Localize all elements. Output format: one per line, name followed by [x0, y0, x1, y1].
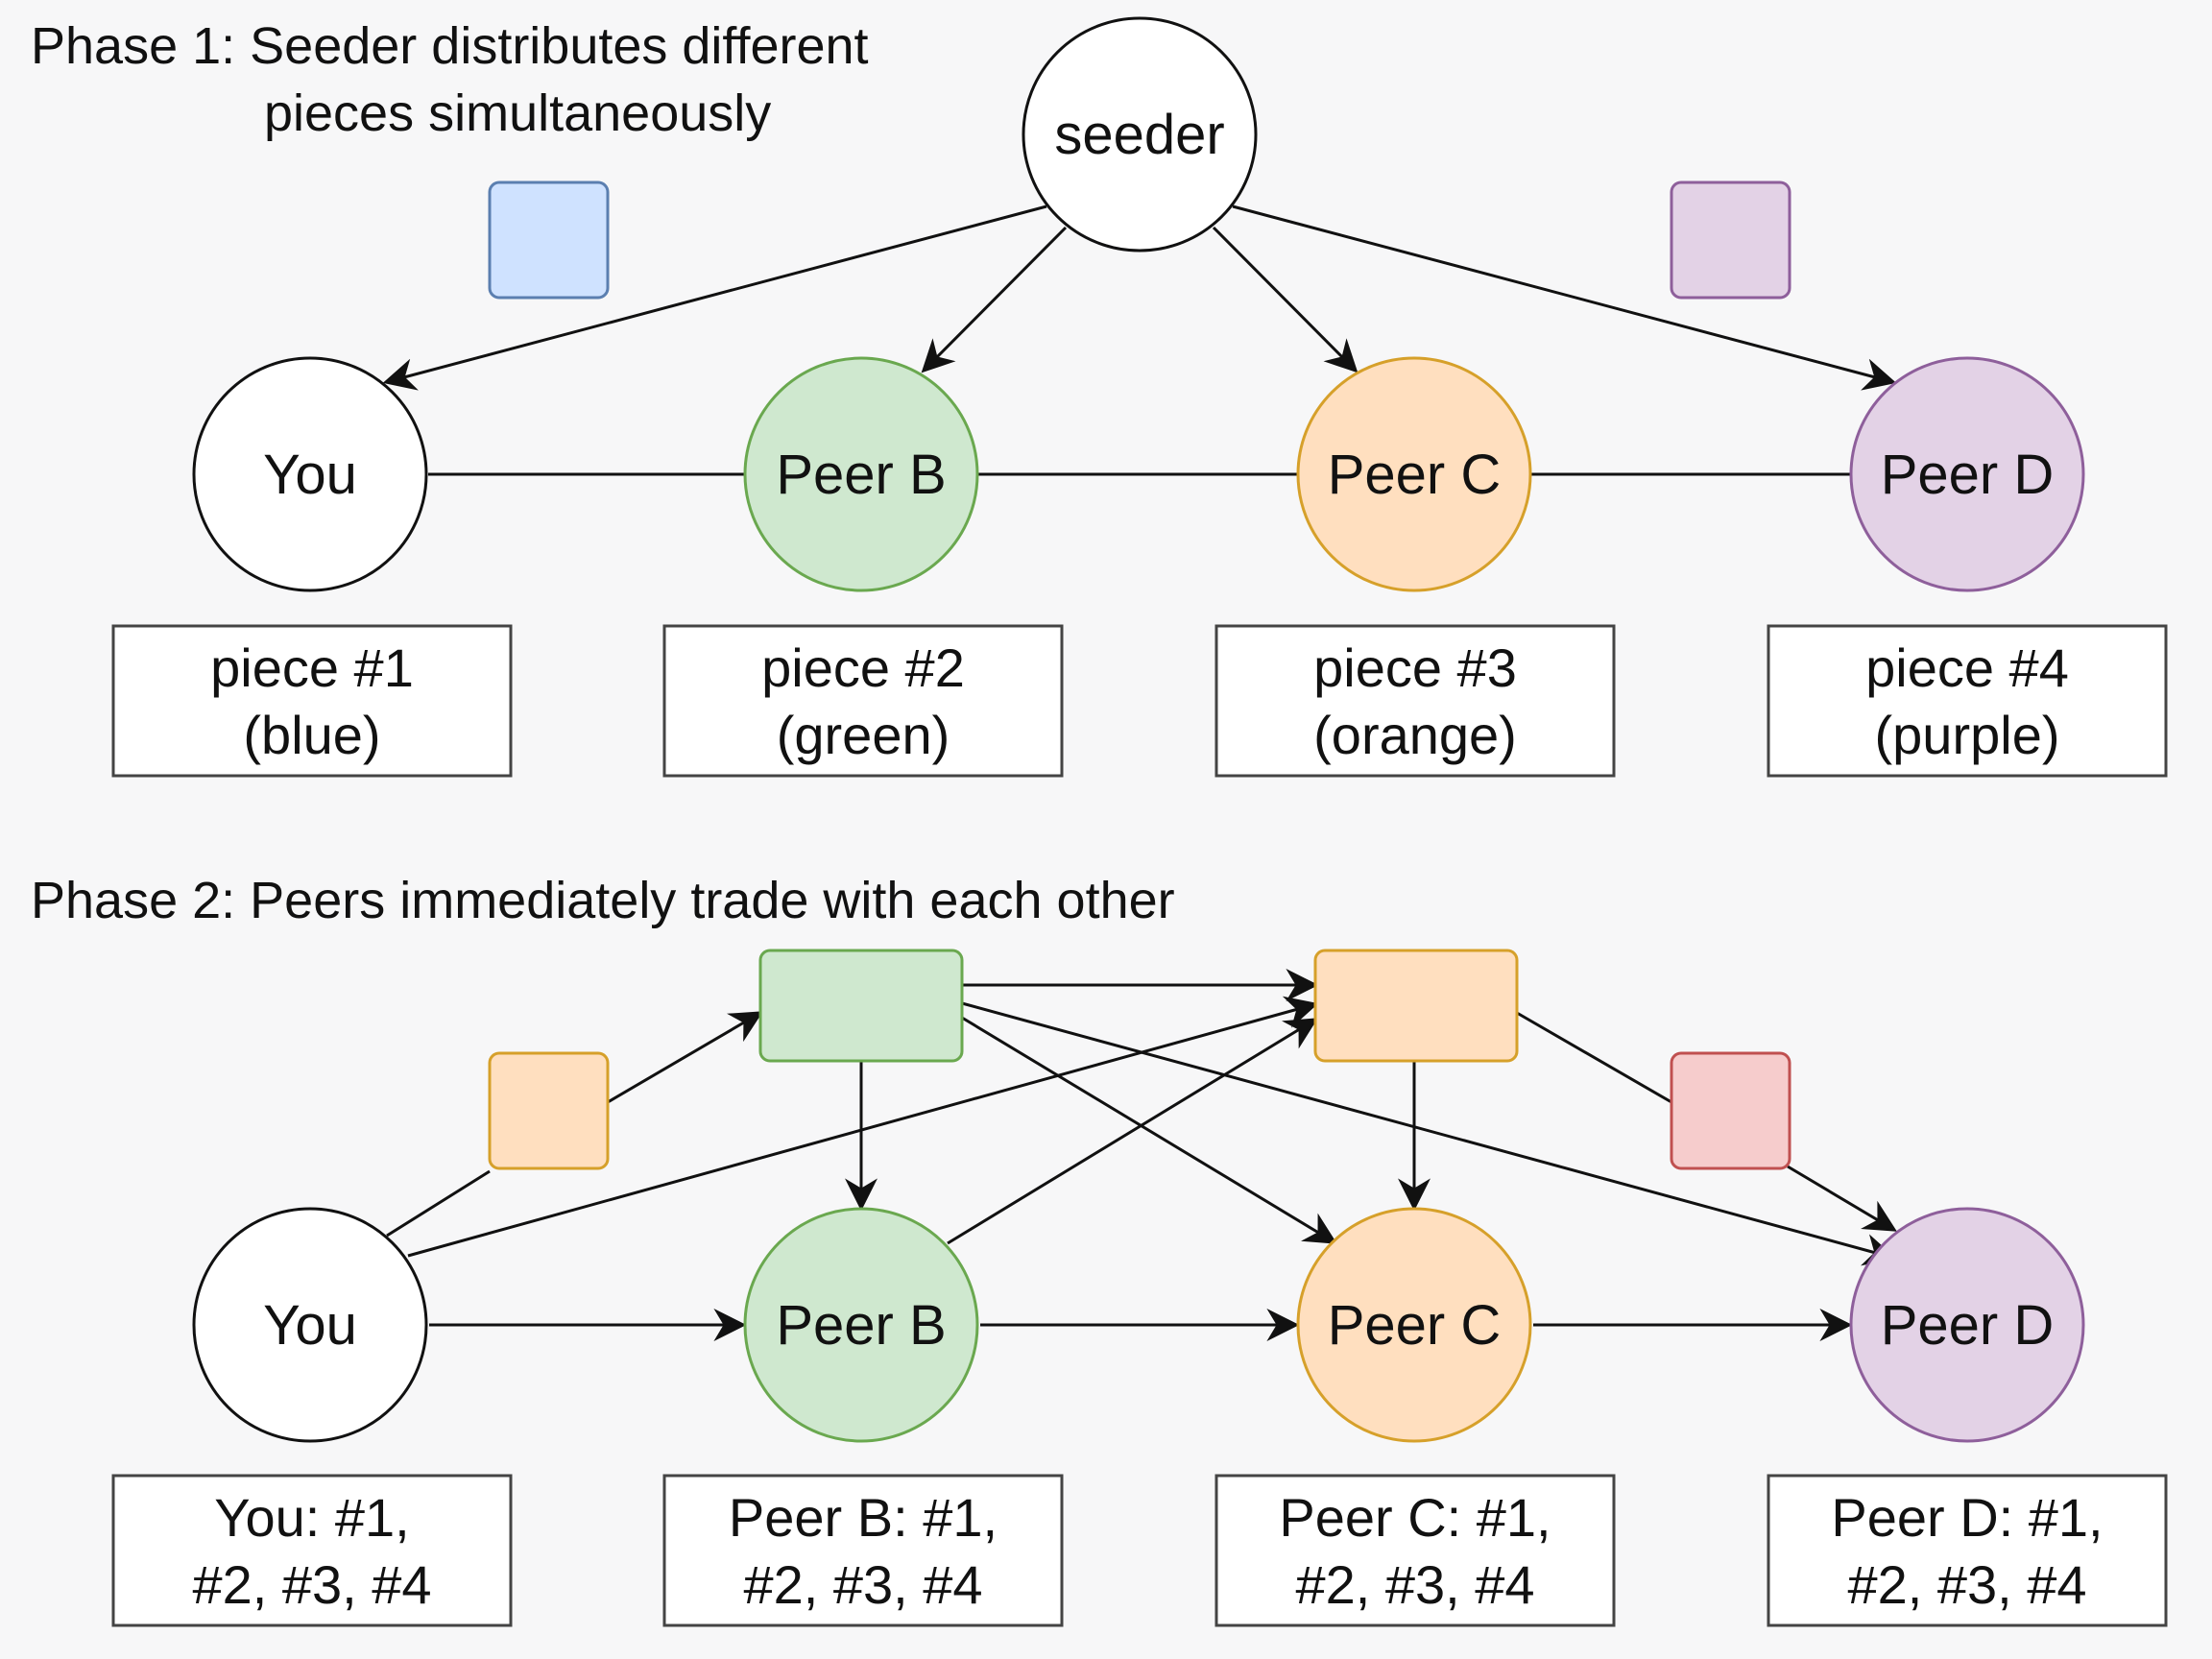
- phase1-title-line1: Phase 1: Seeder distributes different: [31, 17, 869, 75]
- holding-box-peer-d-line1: Peer D: #1,: [1831, 1487, 2103, 1548]
- piece-box-2-line1: piece #2: [761, 637, 965, 698]
- phase2-peer-d-node: [1849, 1207, 2085, 1443]
- holding-box-you: [111, 1474, 513, 1627]
- seeder-to-peer-d-arrow: [1232, 204, 1897, 391]
- blue-piece-square: [488, 180, 610, 300]
- orange-piece-square: [488, 1051, 610, 1170]
- you-to-orange-box-arrow: [407, 996, 1319, 1258]
- piece-box-4: [1767, 624, 2168, 778]
- holding-box-you-line2: #2, #3, #4: [192, 1554, 431, 1615]
- red-square-to-peer-d-arrow: [1787, 1165, 1897, 1232]
- phase1-peer-b-label: Peer B: [776, 444, 946, 506]
- phase1-peer-c-label: Peer C: [1328, 444, 1502, 506]
- holding-box-peer-d: [1767, 1474, 2168, 1627]
- phase2-peer-c-label: Peer C: [1328, 1294, 1502, 1357]
- seeder-to-you-arrow: [382, 204, 1047, 391]
- orange-box-to-red-square-line: [1516, 1011, 1672, 1104]
- holding-box-you-line1: You: #1,: [214, 1487, 409, 1548]
- green-trade-box: [758, 949, 964, 1063]
- holding-box-peer-d-line2: #2, #3, #4: [1847, 1554, 2086, 1615]
- red-piece-square: [1670, 1051, 1791, 1170]
- holding-box-peer-c: [1214, 1474, 1616, 1627]
- green-box-to-peer-d-arrow: [961, 1001, 1897, 1266]
- phase2-title: Phase 2: Peers immediately trade with ea…: [31, 872, 1175, 929]
- seeder-node: [1022, 16, 1258, 252]
- orange-square-to-green-box-arrow: [607, 1011, 763, 1104]
- phase2-peer-b-label: Peer B: [776, 1294, 946, 1357]
- phase2-you-label: You: [263, 1294, 357, 1357]
- piece-box-1-line2: (blue): [243, 705, 380, 765]
- green-box-to-peer-c-arrow: [961, 1016, 1337, 1244]
- phase1-you-label: You: [263, 444, 357, 506]
- piece-box-1-line1: piece #1: [210, 637, 414, 698]
- phase1-peer-c-node: [1296, 356, 1532, 592]
- phase2-peer-b-node: [743, 1207, 979, 1443]
- purple-piece-square: [1670, 180, 1791, 300]
- holding-box-peer-c-line1: Peer C: #1,: [1279, 1487, 1551, 1548]
- phase2-peer-d-label: Peer D: [1881, 1294, 2055, 1357]
- holding-box-peer-c-line2: #2, #3, #4: [1295, 1554, 1534, 1615]
- piece-box-4-line2: (purple): [1875, 705, 2060, 765]
- holding-box-peer-b-line1: Peer B: #1,: [729, 1487, 998, 1548]
- phase1-peer-d-label: Peer D: [1881, 444, 2055, 506]
- seeder-label: seeder: [1054, 104, 1224, 166]
- phase1-title-line2: pieces simultaneously: [264, 84, 771, 142]
- piece-box-1: [111, 624, 513, 778]
- phase2-you-node: [192, 1207, 428, 1443]
- piece-box-2: [662, 624, 1064, 778]
- piece-box-3-line1: piece #3: [1313, 637, 1517, 698]
- peer-b-to-orange-box-arrow: [947, 1018, 1318, 1245]
- phase1-peer-b-node: [743, 356, 979, 592]
- piece-box-3: [1214, 624, 1616, 778]
- seeder-to-peer-b-arrow: [921, 226, 1068, 373]
- orange-trade-box: [1313, 949, 1519, 1063]
- seeder-to-peer-c-arrow: [1212, 226, 1358, 373]
- piece-box-4-line1: piece #4: [1865, 637, 2069, 698]
- phase1-you-node: [192, 356, 428, 592]
- holding-box-peer-b-line2: #2, #3, #4: [743, 1554, 982, 1615]
- piece-box-3-line2: (orange): [1313, 705, 1517, 765]
- phase2-peer-c-node: [1296, 1207, 1532, 1443]
- phase1-peer-d-node: [1849, 356, 2085, 592]
- you-to-orange-square-line: [386, 1169, 491, 1238]
- holding-box-peer-b: [662, 1474, 1064, 1627]
- piece-box-2-line2: (green): [777, 705, 950, 765]
